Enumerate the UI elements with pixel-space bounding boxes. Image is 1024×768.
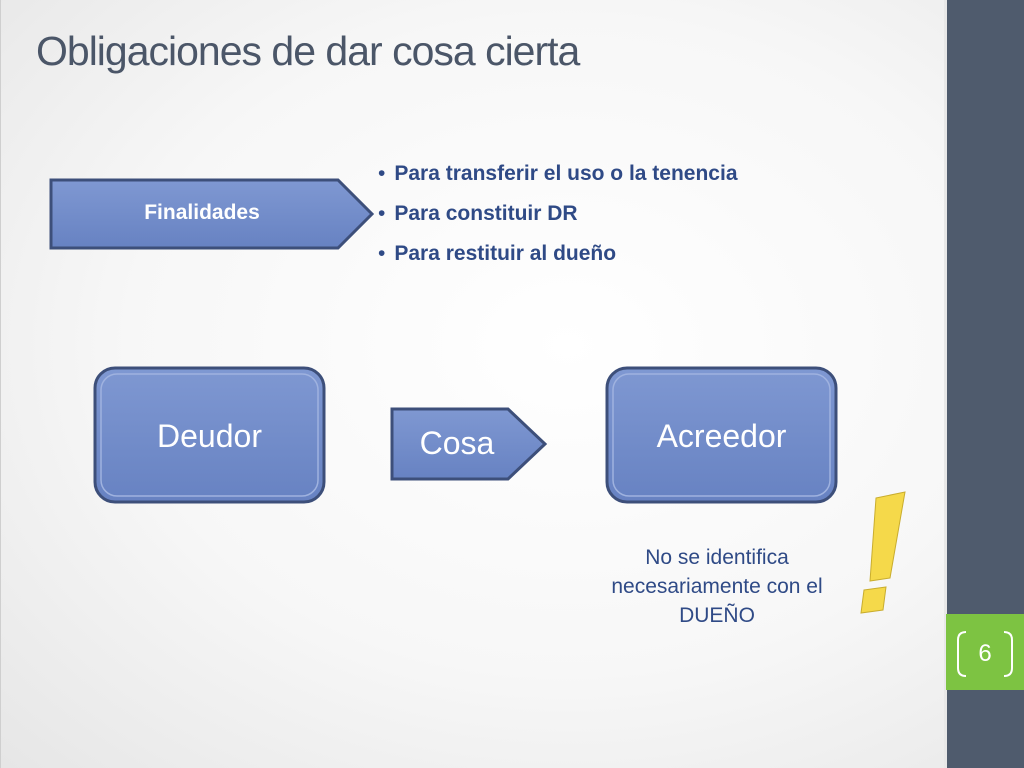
diagram-shapes <box>49 178 906 614</box>
page-number: 6 <box>978 640 992 667</box>
cosa-label: Cosa <box>419 425 495 461</box>
exclamation-icon <box>860 491 906 614</box>
bullet-icon: • <box>378 202 386 225</box>
acreedor-box-highlight <box>612 373 831 497</box>
slide-title: Obligaciones de dar cosa cierta <box>36 28 580 74</box>
finalidades-label: Finalidades <box>144 201 260 224</box>
deudor-box-shape <box>93 366 326 504</box>
rail-divider <box>944 0 947 768</box>
bullet-icon: • <box>378 242 386 265</box>
bullet-icon: • <box>378 162 386 185</box>
finalidades-arrow-shape <box>49 178 375 250</box>
finalidades-list: •Para transferir el uso o la tenencia •P… <box>378 158 738 278</box>
acreedor-box-shape <box>605 366 838 504</box>
list-item: •Para restituir al dueño <box>378 242 617 265</box>
deudor-label: Deudor <box>157 418 262 454</box>
list-item: •Para constituir DR <box>378 202 578 225</box>
deudor-box-highlight <box>100 373 319 497</box>
list-item: •Para transferir el uso o la tenencia <box>378 162 738 185</box>
acreedor-label: Acreedor <box>656 418 787 454</box>
page-number-brackets <box>957 631 1013 677</box>
note-text: No se identifica necesariamente con el D… <box>611 546 823 627</box>
cosa-arrow-shape <box>390 407 548 481</box>
